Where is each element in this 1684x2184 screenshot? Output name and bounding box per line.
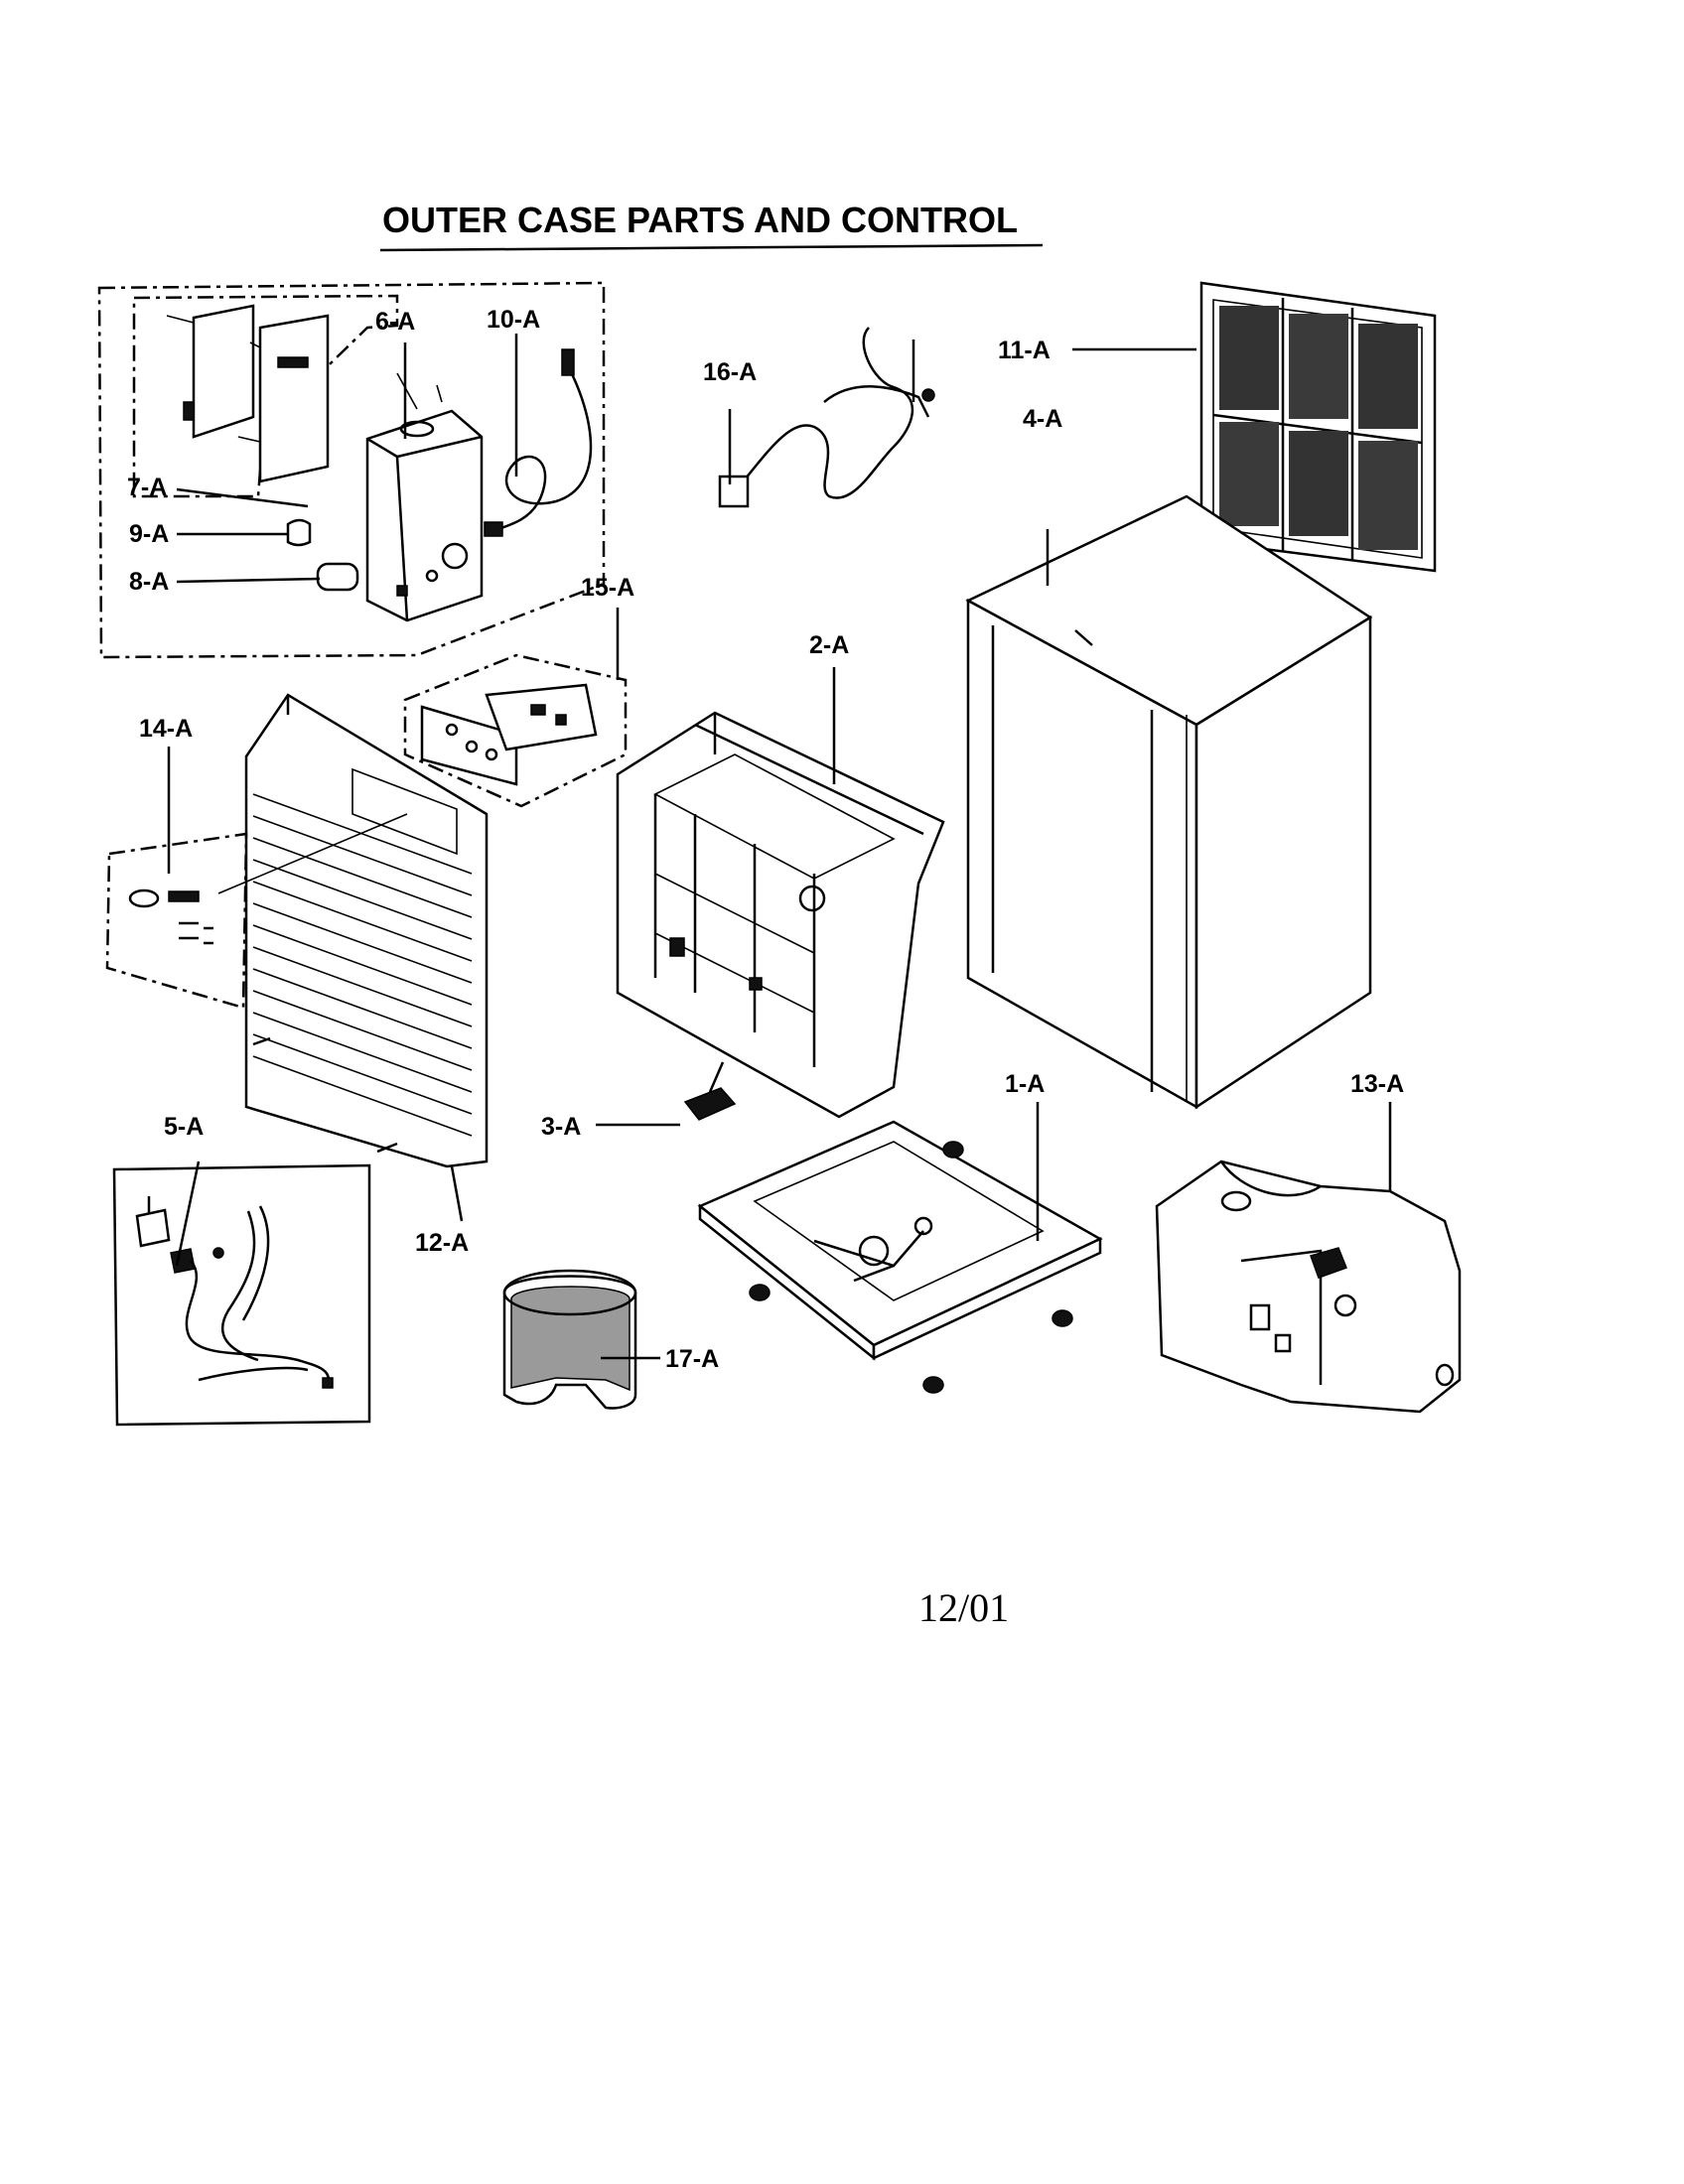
control-label-14a <box>105 747 408 1010</box>
cabinet-4a <box>965 494 1373 1110</box>
label-14a: 14-A <box>139 715 193 743</box>
label-13a: 13-A <box>1350 1070 1404 1098</box>
control-panel-15a <box>403 608 628 808</box>
water-tank-13a <box>1155 1102 1462 1414</box>
label-15a: 15-A <box>581 574 634 602</box>
label-4a: 4-A <box>1023 405 1062 433</box>
control-box-inset <box>97 281 606 659</box>
label-8a: 8-A <box>129 568 169 596</box>
frame-2a <box>616 667 945 1119</box>
page-title: OUTER CASE PARTS AND CONTROL <box>382 200 1018 240</box>
title-underline <box>379 243 1044 252</box>
label-11a: 11-A <box>998 337 1051 364</box>
label-7a: 7-A <box>127 474 167 501</box>
label-5a: 5-A <box>164 1113 204 1141</box>
label-16a: 16-A <box>703 358 757 386</box>
part-labels: 6-A 10-A 16-A 11-A 4-A 7-A 9-A 8-A 15-A … <box>127 306 1404 1373</box>
filter-17a <box>502 1269 660 1410</box>
switch-inset-5a <box>112 1163 371 1427</box>
casters <box>749 1141 1073 1394</box>
label-3a: 3-A <box>541 1113 581 1141</box>
label-9a: 9-A <box>129 520 169 548</box>
leader-lines <box>175 342 407 1267</box>
front-panel-louvers <box>252 793 473 1137</box>
footer-date: 12/01 <box>918 1585 1009 1630</box>
label-2a: 2-A <box>809 631 849 659</box>
label-1a: 1-A <box>1005 1070 1045 1098</box>
label-12a: 12-A <box>415 1229 469 1257</box>
base-1a <box>697 1102 1103 1394</box>
label-10a: 10-A <box>487 306 540 334</box>
front-panel-12a <box>244 693 489 1222</box>
label-17a: 17-A <box>665 1345 719 1373</box>
label-6a: 6-A <box>375 308 415 336</box>
power-cord-16a <box>718 327 935 508</box>
float-switch-3a <box>596 1061 737 1127</box>
filter-11a <box>1072 281 1437 573</box>
